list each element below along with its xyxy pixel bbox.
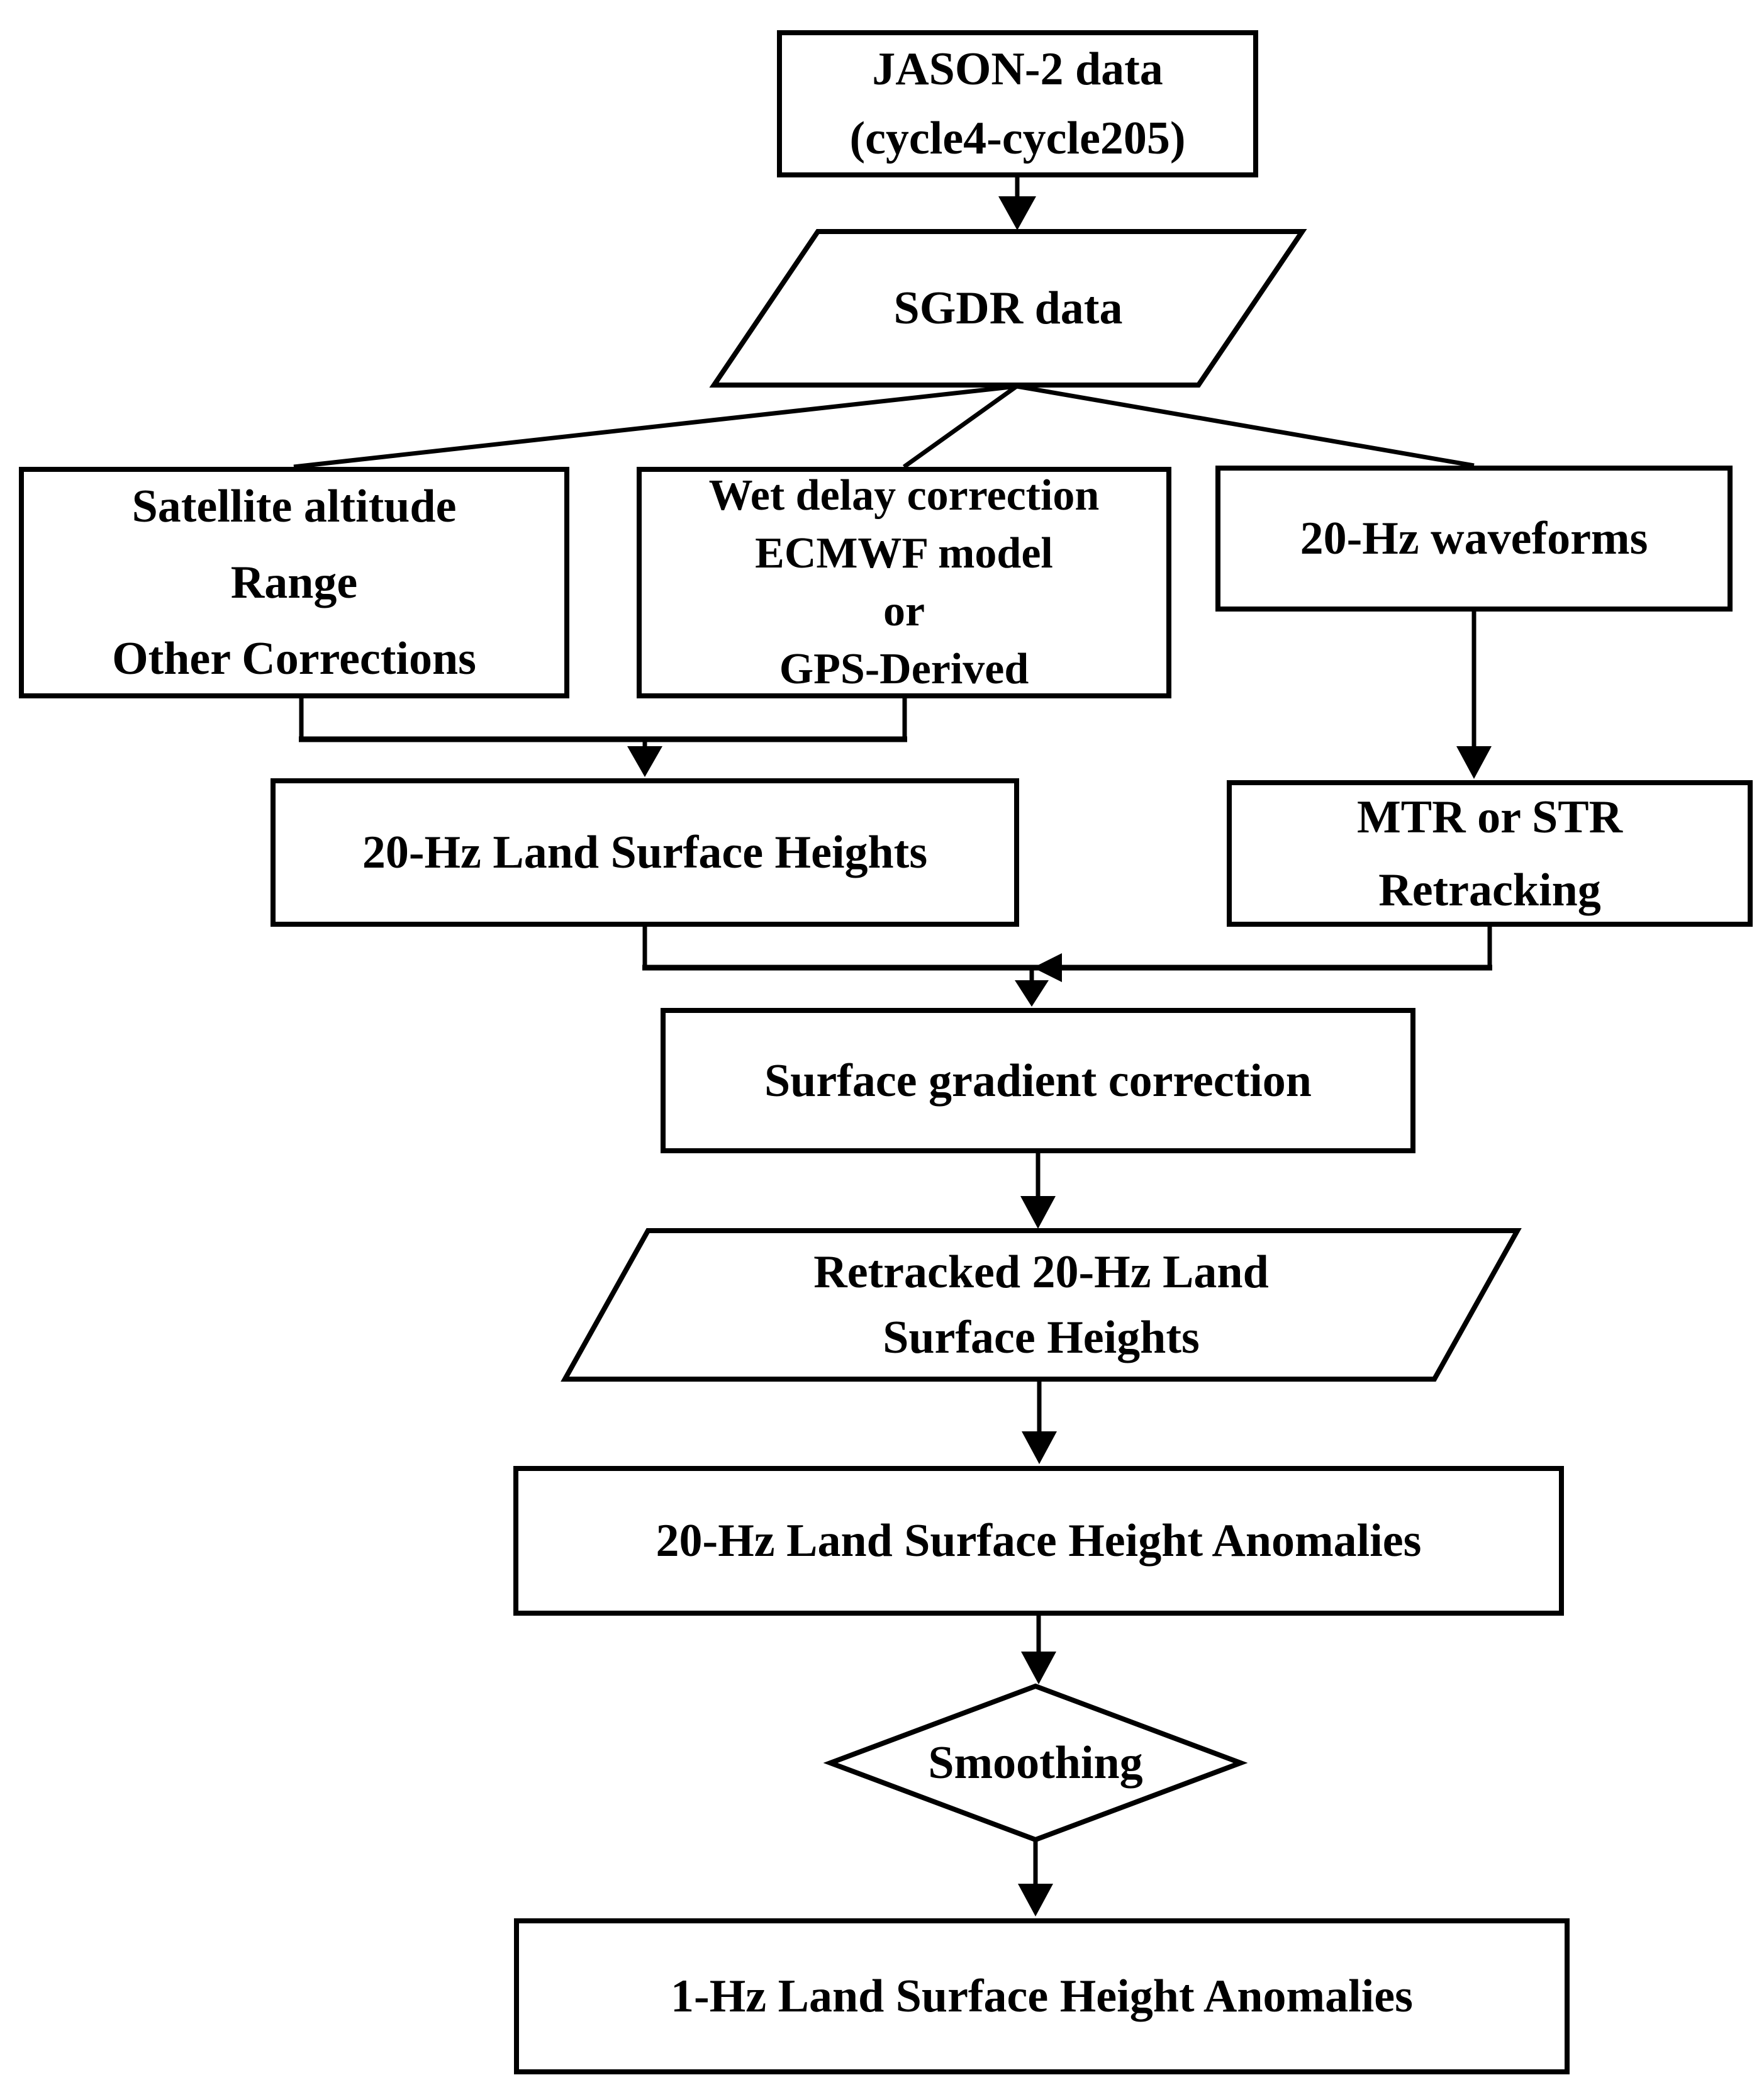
node-label: Satellite altitude [131, 480, 457, 532]
node-label: 20-Hz Land Surface Height Anomalies [656, 1515, 1422, 1567]
node-surface-gradient-correction: Surface gradient correction [661, 1008, 1415, 1153]
node-label: or [883, 587, 925, 635]
edge-sgdr-waveforms [1016, 384, 1475, 468]
retracked-parallelogram-outline [561, 1228, 1522, 1382]
arrowhead-into-smoothing [1021, 1652, 1056, 1684]
smoothing-diamond-outline [823, 1683, 1248, 1843]
node-smoothing-decision: Smoothing [830, 1686, 1241, 1840]
node-label: JASON-2 data [872, 43, 1163, 95]
node-label: 20-Hz Land Surface Heights [362, 827, 928, 878]
node-label: Other Corrections [112, 632, 476, 685]
node-label: Surface Heights [883, 1312, 1200, 1363]
arrowhead-merge-left [1033, 953, 1062, 982]
sgdr-parallelogram-outline [709, 229, 1307, 388]
node-label: Smoothing [928, 1737, 1143, 1789]
node-retracked-20hz-land-surface-heights: Retracked 20-Hz Land Surface Heights [565, 1231, 1517, 1379]
node-label: Wet delay correction [708, 471, 1100, 520]
node-20hz-land-surface-height-anomalies: 20-Hz Land Surface Height Anomalies [513, 1466, 1564, 1616]
node-label: Range [230, 556, 358, 608]
node-jason-2-data: JASON-2 data (cycle4-cycle205) [777, 30, 1258, 177]
node-label: MTR or STR [1356, 791, 1623, 843]
node-label: Surface gradient correction [764, 1054, 1312, 1107]
node-label: (cycle4-cycle205) [849, 113, 1186, 164]
arrowhead-into-retracked [1020, 1196, 1056, 1229]
node-label: 20-Hz waveforms [1300, 513, 1648, 564]
node-1hz-land-surface-height-anomalies: 1-Hz Land Surface Height Anomalies [514, 1918, 1570, 2074]
node-20hz-land-surface-heights: 20-Hz Land Surface Heights [271, 778, 1019, 927]
node-label: 1-Hz Land Surface Height Anomalies [671, 1971, 1413, 2022]
arrowhead-into-sgdr [998, 196, 1036, 230]
node-mtr-or-str-retracking: MTR or STR Retracking [1227, 780, 1753, 927]
node-satellite-altitude-range-corrections: Satellite altitude Range Other Correctio… [19, 467, 569, 698]
node-20hz-waveforms: 20-Hz waveforms [1215, 466, 1733, 612]
arrowhead-into-anomalies20 [1022, 1431, 1057, 1464]
arrowhead-into-heights [627, 746, 662, 777]
arrowhead-into-gradient [1015, 980, 1049, 1007]
edge-sgdr-wetdelay [902, 384, 1019, 469]
node-sgdr-data: SGDR data [714, 232, 1302, 385]
arrowhead-into-anomalies1 [1018, 1884, 1053, 1916]
node-wet-delay-correction: Wet delay correction ECMWF model or GPS-… [637, 467, 1171, 698]
node-label: Retracked 20-Hz Land [813, 1246, 1269, 1298]
edge-sgdr-satellite [293, 384, 1017, 469]
node-label: GPS-Derived [779, 645, 1029, 693]
node-label: ECMWF model [755, 529, 1053, 578]
node-label: SGDR data [893, 282, 1123, 334]
arrowhead-into-mtr [1456, 746, 1492, 779]
node-label: Retracking [1378, 864, 1601, 916]
